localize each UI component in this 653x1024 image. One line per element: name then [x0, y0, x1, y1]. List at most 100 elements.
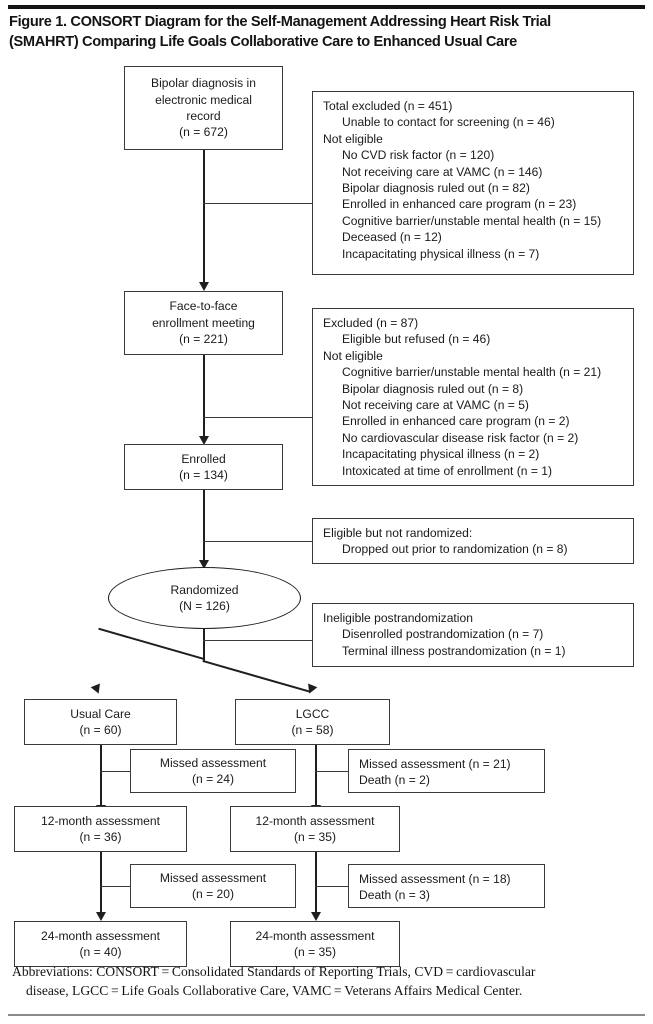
node-uc-missed-12-line-2: (n = 24) — [191, 772, 234, 786]
connector-enrolled-to-not-randomized — [203, 541, 313, 543]
node-excluded-2-line-7: Enrolled in enhanced care program (n = 2… — [342, 414, 570, 429]
node-ineligible-postrandomization-line-3: Terminal illness postrandomization (n = … — [342, 643, 566, 658]
node-enrolled-line-1: Enrolled — [181, 451, 226, 466]
node-excluded-2: Excluded (n = 87) Eligible but refused (… — [312, 308, 634, 486]
node-excluded-2-line-9: Incapacitating physical illness (n = 2) — [342, 447, 540, 462]
node-excluded-1-line-2: Unable to contact for screening (n = 46) — [342, 115, 555, 130]
node-screening-line-3: record — [186, 109, 221, 123]
node-excluded-2-line-6: Not receiving care at VAMC (n = 5) — [342, 398, 529, 413]
node-usual-care: Usual Care (n = 60) — [24, 699, 177, 745]
figure-title-line-1: Figure 1. CONSORT Diagram for the Self-M… — [9, 14, 551, 30]
node-ineligible-postrandomization-line-1: Ineligible postrandomization — [323, 611, 473, 625]
bottom-rule — [8, 1014, 645, 1016]
connector-randomized-down — [203, 628, 205, 661]
node-not-randomized-line-1: Eligible but not randomized: — [323, 526, 473, 540]
arrow-uc-to-24mo — [95, 912, 106, 921]
node-excluded-1-line-6: Bipolar diagnosis ruled out (n = 82) — [342, 181, 530, 196]
figure-title: Figure 1. CONSORT Diagram for the Self-M… — [9, 12, 649, 52]
arrow-to-usual-care — [90, 683, 104, 696]
node-excluded-1-line-1: Total excluded (n = 451) — [323, 99, 453, 113]
arrow-to-randomized — [198, 560, 209, 569]
node-uc-missed-12-line-1: Missed assessment — [159, 755, 267, 770]
node-lgcc-24mo: 24-month assessment (n = 35) — [230, 921, 400, 967]
node-randomized-line-1: Randomized — [170, 582, 239, 597]
node-excluded-2-line-1: Excluded (n = 87) — [323, 316, 419, 330]
node-not-randomized-line-2: Dropped out prior to randomization (n = … — [342, 542, 568, 557]
node-enrollment-meeting-line-2: enrollment meeting — [152, 315, 255, 330]
connector-lgcc-to-missed-24 — [315, 886, 348, 888]
node-excluded-1-line-7: Enrolled in enhanced care program (n = 2… — [342, 197, 577, 212]
connector-screening-to-excluded-1 — [203, 203, 313, 205]
node-screening: Bipolar diagnosis in electronic medical … — [124, 66, 283, 150]
node-excluded-1: Total excluded (n = 451) Unable to conta… — [312, 91, 634, 275]
connector-uc-to-missed-24 — [100, 886, 130, 888]
node-enrolled-line-2: (n = 134) — [179, 468, 228, 482]
footnote-line-2: disease, LGCC = Life Goals Collaborative… — [26, 983, 523, 998]
connector-uc-to-missed-12 — [100, 771, 130, 773]
connector-lgcc-to-missed-12 — [315, 771, 348, 773]
node-excluded-2-line-10: Intoxicated at time of enrollment (n = 1… — [342, 463, 553, 478]
node-lgcc-line-1: LGCC — [295, 706, 330, 721]
figure-title-line-2: (SMAHRT) Comparing Life Goals Collaborat… — [9, 34, 517, 50]
node-lgcc-line-2: (n = 58) — [291, 723, 334, 737]
node-uc-12mo: 12-month assessment (n = 36) — [14, 806, 187, 852]
connector-split-right — [202, 660, 311, 693]
node-lgcc-24mo-line-1: 24-month assessment — [255, 928, 375, 943]
node-excluded-1-line-10: Incapacitating physical illness (n = 7) — [342, 246, 540, 261]
node-lgcc-missed-24: Missed assessment (n = 18) Death (n = 3) — [348, 864, 545, 908]
node-enrollment-meeting-line-1: Face-to-face — [169, 299, 238, 314]
node-lgcc-missed-12: Missed assessment (n = 21) Death (n = 2) — [348, 749, 545, 793]
node-ineligible-postrandomization-line-2: Disenrolled postrandomization (n = 7) — [342, 627, 544, 642]
node-not-randomized: Eligible but not randomized: Dropped out… — [312, 518, 634, 564]
node-randomized: Randomized (N = 126) — [108, 567, 301, 629]
node-lgcc-12mo-line-1: 12-month assessment — [255, 813, 375, 828]
node-enrollment-meeting-line-3: (n = 221) — [179, 332, 228, 347]
arrow-to-enrolled — [198, 436, 209, 445]
connector-enrollment-to-excluded-2 — [203, 417, 313, 419]
connector-uc-to-12mo — [100, 745, 102, 807]
node-lgcc-12mo-line-2: (n = 35) — [293, 830, 336, 844]
node-ineligible-postrandomization: Ineligible postrandomization Disenrolled… — [312, 603, 634, 667]
node-uc-24mo-line-2: (n = 40) — [79, 945, 122, 959]
node-uc-12mo-line-1: 12-month assessment — [41, 813, 160, 828]
node-lgcc-missed-24-line-2: Death (n = 3) — [359, 888, 430, 903]
node-lgcc-missed-24-line-1: Missed assessment (n = 18) — [359, 872, 511, 886]
connector-uc-12mo-to-24mo — [100, 852, 102, 914]
connector-lgcc-12mo-to-24mo — [315, 852, 317, 914]
connector-split-left — [98, 628, 205, 660]
node-lgcc-missed-12-line-2: Death (n = 2) — [359, 773, 430, 788]
node-excluded-1-line-4: No CVD risk factor (n = 120) — [342, 148, 495, 163]
node-uc-24mo: 24-month assessment (n = 40) — [14, 921, 187, 967]
node-lgcc: LGCC (n = 58) — [235, 699, 390, 745]
connector-randomized-to-ineligible — [203, 640, 313, 642]
node-excluded-1-line-8: Cognitive barrier/unstable mental health… — [342, 213, 602, 228]
node-excluded-1-line-3: Not eligible — [323, 131, 383, 146]
node-excluded-2-line-8: No cardiovascular disease risk factor (n… — [342, 430, 579, 445]
node-screening-line-4: (n = 672) — [179, 125, 228, 140]
node-uc-missed-12: Missed assessment (n = 24) — [130, 749, 296, 793]
node-excluded-1-line-9: Deceased (n = 12) — [342, 230, 442, 245]
node-screening-line-1: Bipolar diagnosis in — [151, 76, 256, 91]
arrow-lgcc-to-24mo — [310, 912, 321, 921]
abbreviations-footnote: Abbreviations: CONSORT = Consolidated St… — [12, 962, 642, 1000]
node-excluded-1-line-5: Not receiving care at VAMC (n = 146) — [342, 164, 543, 179]
connector-enrollment-down — [203, 355, 205, 438]
node-excluded-2-line-5: Bipolar diagnosis ruled out (n = 8) — [342, 381, 524, 396]
node-uc-24mo-line-1: 24-month assessment — [41, 928, 160, 943]
node-lgcc-24mo-line-2: (n = 35) — [293, 945, 336, 959]
node-usual-care-line-1: Usual Care — [70, 706, 131, 721]
footnote-line-1: Abbreviations: CONSORT = Consolidated St… — [12, 964, 536, 979]
node-uc-missed-24: Missed assessment (n = 20) — [130, 864, 296, 908]
node-uc-missed-24-line-1: Missed assessment — [159, 870, 267, 885]
node-usual-care-line-2: (n = 60) — [79, 723, 122, 737]
node-lgcc-12mo: 12-month assessment (n = 35) — [230, 806, 400, 852]
node-screening-line-2: electronic medical — [155, 92, 252, 107]
connector-screening-down — [203, 150, 205, 284]
connector-enrolled-down — [203, 490, 205, 563]
top-rule — [8, 5, 645, 9]
node-excluded-2-line-4: Cognitive barrier/unstable mental health… — [342, 365, 602, 380]
node-excluded-2-line-2: Eligible but refused (n = 46) — [342, 332, 491, 347]
connector-lgcc-to-12mo — [315, 745, 317, 807]
node-randomized-line-2: (N = 126) — [179, 599, 230, 613]
